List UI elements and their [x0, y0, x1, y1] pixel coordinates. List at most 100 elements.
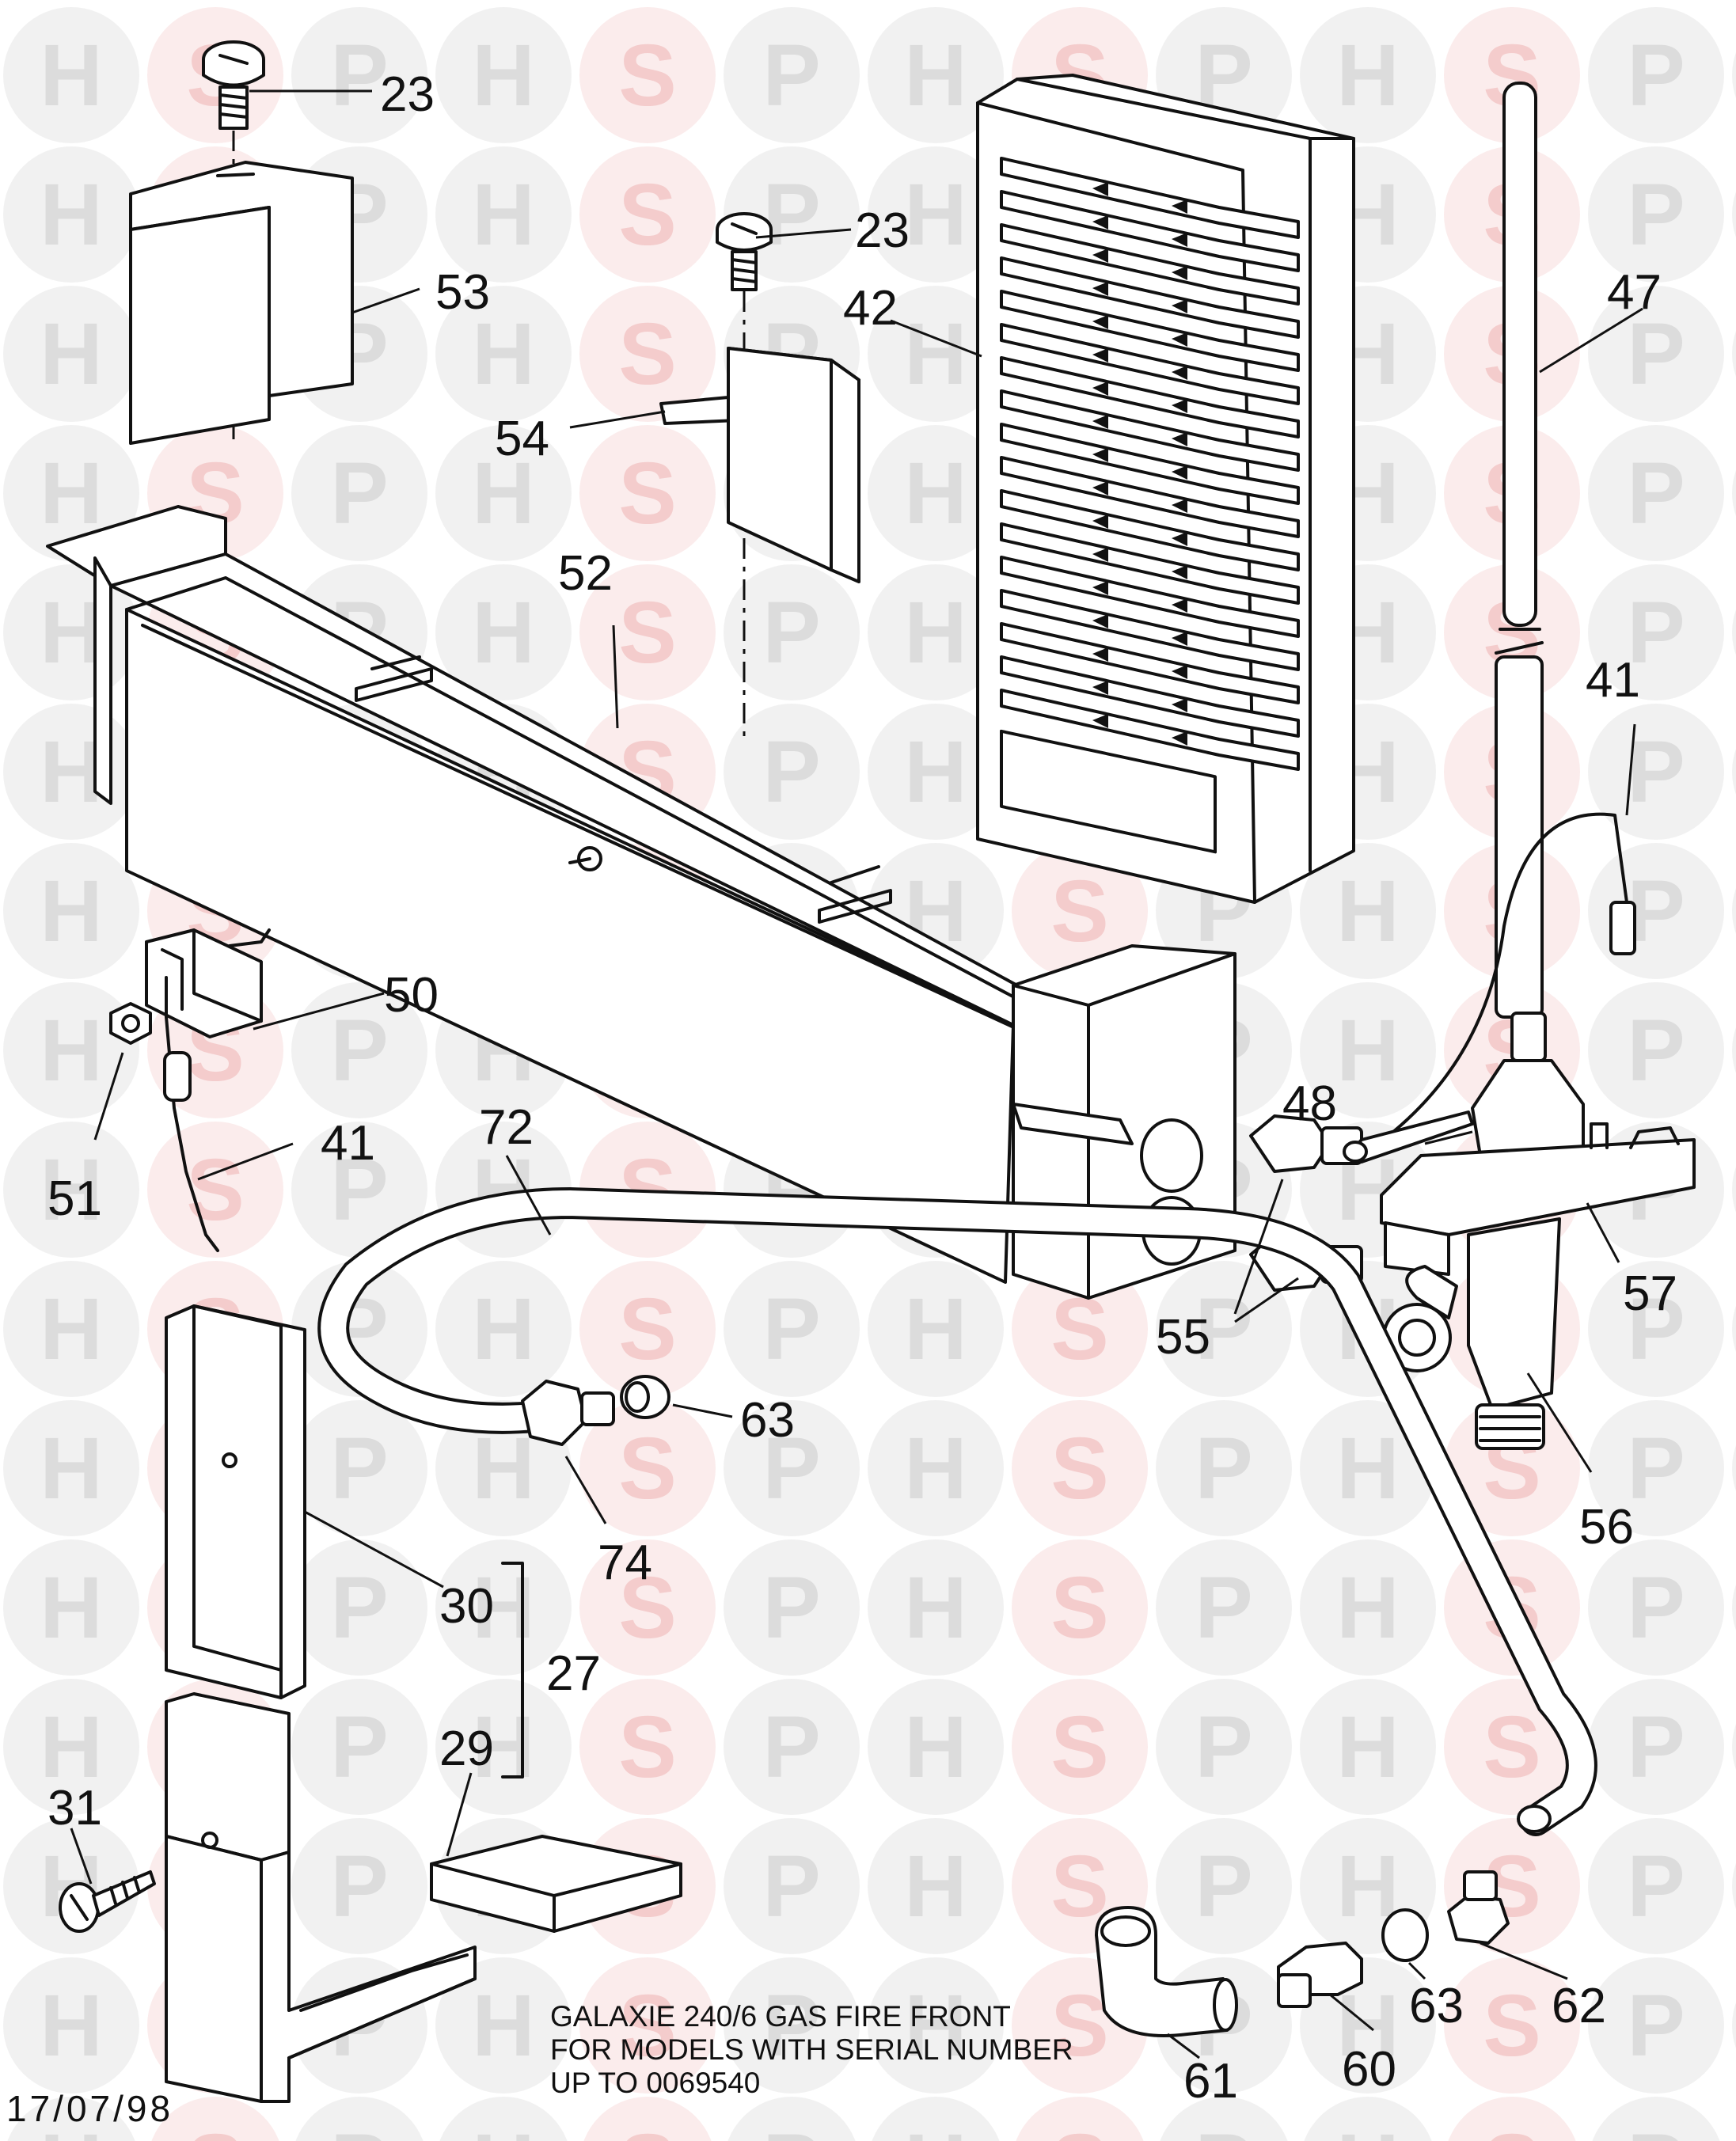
watermark-circle — [1588, 286, 1724, 422]
watermark-letter: H — [472, 1420, 534, 1517]
watermark-letter: H — [472, 1281, 534, 1378]
watermark-circle — [1732, 1167, 1736, 1213]
watermark-letter: P — [1627, 1977, 1685, 2075]
part-label-47: 47 — [1607, 265, 1662, 320]
radiant-slat — [1000, 290, 1300, 372]
watermark-letter: P — [1627, 1559, 1685, 1657]
watermark-circle — [868, 704, 1004, 840]
watermark-letter: H — [904, 584, 967, 681]
radiant-slat-notch — [1092, 382, 1187, 413]
watermark-letter: H — [1336, 1699, 1399, 1796]
part-label-50: 50 — [384, 968, 439, 1023]
watermark-circle — [435, 286, 572, 422]
watermark-circle — [1732, 192, 1736, 237]
watermark-circle — [868, 146, 1004, 283]
watermark-letter: P — [1627, 1699, 1685, 1796]
watermark-letter: H — [904, 1977, 967, 2075]
part-label-61: 61 — [1183, 2054, 1238, 2109]
part-label-60: 60 — [1342, 2042, 1396, 2097]
radiant-slat — [1000, 190, 1300, 272]
watermark-letter: P — [1195, 1699, 1252, 1796]
watermark-circle — [1304, 2097, 1432, 2141]
radiant-slat-notch — [1092, 647, 1187, 679]
bracket-53 — [129, 161, 354, 445]
watermark-letter: P — [1627, 1420, 1685, 1517]
watermark-circle — [3, 1122, 139, 1258]
leader-lines — [70, 89, 1643, 2059]
watermark-circle — [291, 982, 427, 1118]
electrode-bracket-50 — [145, 928, 271, 1038]
part-label-27: 27 — [546, 1646, 601, 1701]
watermark-letter: H — [904, 445, 967, 542]
slab-29 — [430, 1835, 682, 1933]
watermark-letter: H — [904, 1420, 967, 1517]
part-label-74: 74 — [598, 1536, 652, 1590]
caption-line-3: UP TO 0069540 — [550, 2067, 760, 2099]
watermark-circle — [1588, 1957, 1724, 2094]
watermark-letter: S — [1050, 1420, 1108, 1517]
radiant-slat-notch — [1092, 514, 1187, 546]
watermark-letter: S — [618, 2116, 676, 2141]
watermark-circle — [868, 1261, 1004, 1397]
watermark-circle — [1732, 1724, 1736, 1770]
watermark-letter: H — [472, 27, 534, 124]
watermark-circle — [1444, 564, 1580, 700]
watermark-letter: P — [762, 1699, 820, 1796]
watermark-circle — [1732, 1027, 1736, 1073]
watermark-circle — [291, 425, 427, 561]
watermark-letter: P — [1627, 1002, 1685, 1099]
part-label-41-left: 41 — [321, 1116, 375, 1171]
radiant-slat — [1000, 223, 1300, 306]
watermark-letter: P — [1627, 723, 1685, 821]
watermark-letter: H — [40, 1559, 102, 1657]
watermark-letter: H — [40, 1699, 102, 1796]
watermark-circle — [1732, 52, 1736, 98]
watermark-letter: S — [1483, 1699, 1540, 1796]
watermark-letter: H — [40, 584, 102, 681]
watermark-letter: H — [40, 1977, 102, 2075]
watermark-circle — [724, 1261, 860, 1397]
olive-63-lower — [1381, 1908, 1429, 1962]
watermark-circle — [439, 2097, 568, 2141]
watermark-letter: P — [762, 584, 820, 681]
radiant-slat-notch — [1092, 448, 1187, 480]
watermark-letter: P — [1627, 166, 1685, 264]
watermark-circle — [3, 843, 139, 979]
watermark-circle — [868, 1679, 1004, 1815]
watermark-letter: H — [904, 1699, 967, 1796]
watermark-circle — [724, 1957, 860, 2094]
caption-line-2: FOR MODELS WITH SERIAL NUMBER — [550, 2033, 1073, 2066]
watermark-letter: P — [762, 27, 820, 124]
watermark-letter: H — [472, 1699, 534, 1796]
tray-end-plate — [1012, 944, 1236, 1300]
watermark-circle — [1300, 843, 1436, 979]
watermark-letter: H — [472, 306, 534, 403]
watermark-letter: P — [330, 1420, 388, 1517]
watermark-circle — [291, 7, 427, 143]
watermark-letter: H — [1336, 2116, 1399, 2141]
watermark-circle — [435, 146, 572, 283]
watermark-circle — [1588, 425, 1724, 561]
watermark-circle — [1732, 2002, 1736, 2048]
radiant-slat-notch — [1092, 681, 1187, 712]
watermark-circle — [7, 2097, 135, 2141]
radiant-slat-notch — [1092, 415, 1187, 446]
radiant-slat — [1000, 389, 1300, 472]
tray-screw — [568, 846, 602, 871]
watermark-circle — [1012, 1539, 1148, 1676]
watermark-circle — [1732, 609, 1736, 655]
control-valve-56 — [1380, 1012, 1696, 1450]
watermark-circle — [1732, 1306, 1736, 1352]
part-label-30: 30 — [439, 1579, 494, 1634]
watermark-letter: H — [40, 2116, 102, 2141]
watermark-circle — [1732, 888, 1736, 934]
watermark-circle — [579, 564, 716, 700]
watermark-circle — [868, 1400, 1004, 1536]
pin-48 — [1343, 1110, 1474, 1164]
watermark-letter: P — [1627, 1281, 1685, 1378]
radiant-slat — [1000, 489, 1300, 571]
watermark-letter: P — [762, 1977, 820, 2075]
watermark-letter: P — [330, 445, 388, 542]
watermark-letter: P — [1195, 1420, 1252, 1517]
watermark-letter: H — [40, 1420, 102, 1517]
